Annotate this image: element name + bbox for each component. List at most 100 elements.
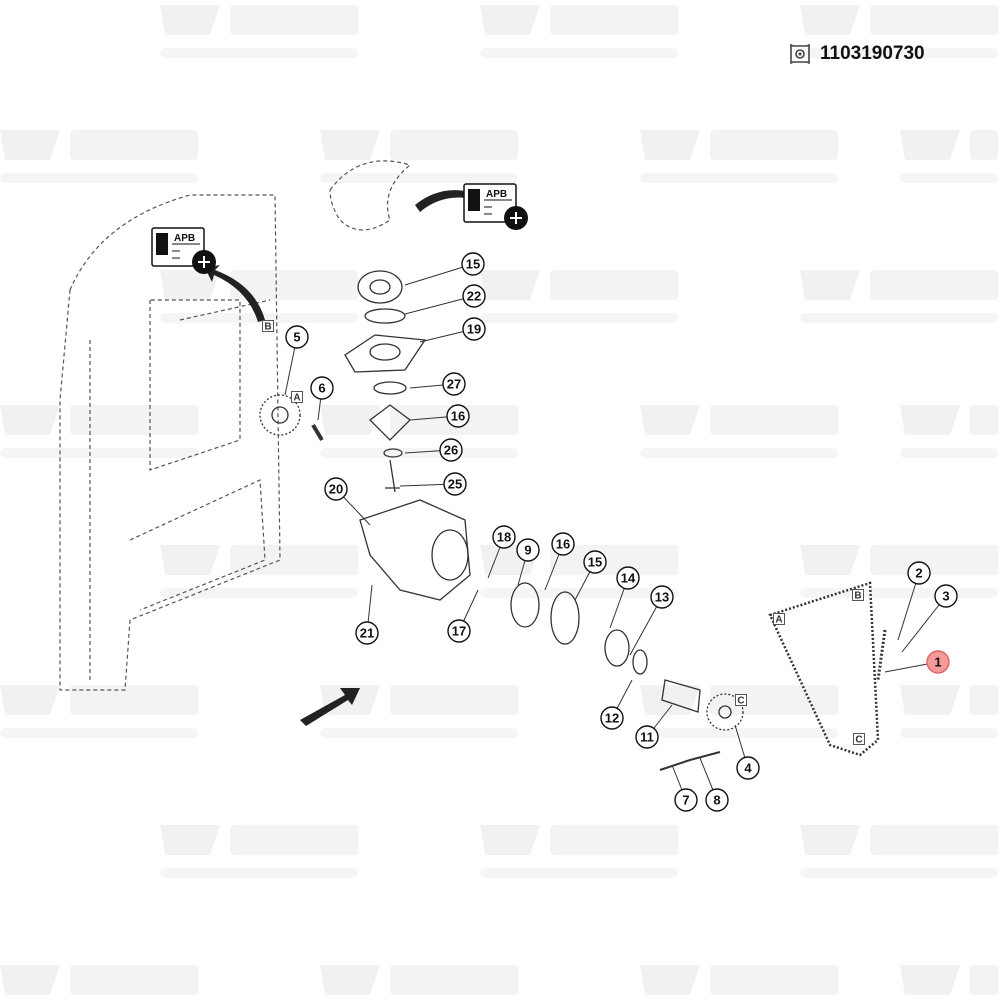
callout-3[interactable]: 3 — [934, 584, 958, 608]
callout-number: 12 — [605, 711, 619, 726]
reference-marker-A: A — [291, 391, 303, 404]
plus-icon[interactable] — [504, 206, 528, 230]
watermark-logo — [800, 270, 998, 323]
callout-8[interactable]: 8 — [705, 788, 729, 812]
callout-13[interactable]: 13 — [650, 585, 674, 609]
callout-number: 2 — [915, 566, 922, 581]
watermark-logo — [640, 405, 838, 458]
reference-arrow — [205, 265, 265, 322]
callout-7[interactable]: 7 — [674, 788, 698, 812]
reference-marker-C: C — [853, 733, 865, 746]
watermark-logo — [900, 405, 998, 458]
callout-2[interactable]: 2 — [907, 561, 931, 585]
callout-14[interactable]: 14 — [616, 566, 640, 590]
reference-card-label: APB — [174, 233, 195, 244]
callout-17[interactable]: 17 — [447, 619, 471, 643]
watermark-logo — [0, 685, 198, 738]
callout-16[interactable]: 16 — [446, 404, 470, 428]
callout-1[interactable]: 1 — [926, 650, 950, 674]
reference-marker-A: A — [773, 613, 785, 626]
callout-19[interactable]: 19 — [462, 317, 486, 341]
callout-number: 25 — [448, 477, 462, 492]
callout-5[interactable]: 5 — [285, 325, 309, 349]
callout-number: 16 — [556, 537, 570, 552]
leader-line — [897, 572, 920, 641]
callout-number: 3 — [942, 589, 949, 604]
callout-number: 14 — [621, 571, 636, 586]
watermark-logo — [900, 130, 998, 183]
callout-number: 18 — [497, 530, 511, 545]
callout-number: 1 — [934, 655, 941, 670]
callout-26[interactable]: 26 — [439, 438, 463, 462]
plus-icon[interactable] — [192, 250, 216, 274]
watermark-logo — [320, 965, 518, 995]
callout-number: 13 — [655, 590, 669, 605]
watermark-logo — [640, 130, 838, 183]
svg-text:C: C — [855, 735, 862, 746]
watermark-logo — [640, 965, 838, 995]
callout-4[interactable]: 4 — [736, 756, 760, 780]
watermark-logo — [0, 965, 198, 995]
svg-text:B: B — [264, 322, 271, 333]
callout-number: 15 — [588, 555, 602, 570]
callout-number: 17 — [452, 624, 466, 639]
callout-number: 19 — [467, 322, 481, 337]
watermark-logo — [480, 270, 678, 323]
svg-text:B: B — [854, 591, 861, 602]
leader-line — [901, 595, 947, 653]
callout-number: 21 — [360, 626, 374, 641]
callout-12[interactable]: 12 — [600, 706, 624, 730]
reference-marker-B: B — [852, 589, 864, 602]
callout-25[interactable]: 25 — [443, 472, 467, 496]
watermark-logo — [800, 825, 998, 878]
leader-line — [404, 263, 474, 286]
svg-text:C: C — [737, 696, 744, 707]
callout-number: 27 — [447, 377, 461, 392]
callout-number: 20 — [329, 482, 343, 497]
callout-11[interactable]: 11 — [635, 725, 659, 749]
watermark-logo — [160, 545, 358, 598]
callout-number: 11 — [640, 730, 654, 745]
part-number-header: 1103190730 — [788, 42, 925, 66]
callout-number: 26 — [444, 443, 458, 458]
callout-number: 8 — [713, 793, 720, 808]
callout-number: 5 — [293, 330, 300, 345]
svg-text:A: A — [293, 393, 300, 404]
watermark-logo — [900, 965, 998, 995]
callout-6[interactable]: 6 — [310, 376, 334, 400]
callout-21[interactable]: 21 — [355, 621, 379, 645]
callout-number: 9 — [524, 543, 531, 558]
callout-15[interactable]: 15 — [583, 550, 607, 574]
leader-line — [404, 295, 475, 315]
watermark-logo — [0, 130, 198, 183]
reference-card-label: APB — [486, 189, 507, 200]
parts-shapes — [259, 270, 887, 771]
watermark-logo — [900, 685, 998, 738]
callout-20[interactable]: 20 — [324, 477, 348, 501]
view-direction-arrow — [300, 688, 360, 726]
callout-18[interactable]: 18 — [492, 525, 516, 549]
watermark-logo — [800, 5, 998, 58]
callout-number: 16 — [451, 409, 465, 424]
frame-outline — [59, 160, 412, 691]
callout-22[interactable]: 22 — [462, 284, 486, 308]
gear-manual-icon — [790, 43, 810, 65]
watermark-logo — [320, 685, 518, 738]
callout-number: 15 — [466, 257, 480, 272]
reference-card[interactable]: APB — [463, 183, 528, 230]
watermark-logo — [320, 130, 518, 183]
watermark-logo — [480, 825, 678, 878]
watermark-logo — [0, 405, 198, 458]
reference-card[interactable]: APB — [151, 227, 216, 274]
callout-number: 6 — [318, 381, 325, 396]
callout-15[interactable]: 15 — [461, 252, 485, 276]
watermark-logo — [160, 5, 358, 58]
callout-27[interactable]: 27 — [442, 372, 466, 396]
callout-16[interactable]: 16 — [551, 532, 575, 556]
callout-9[interactable]: 9 — [516, 538, 540, 562]
callout-number: 4 — [744, 761, 752, 776]
reference-marker-B: B — [262, 320, 274, 333]
watermark-logo — [160, 825, 358, 878]
